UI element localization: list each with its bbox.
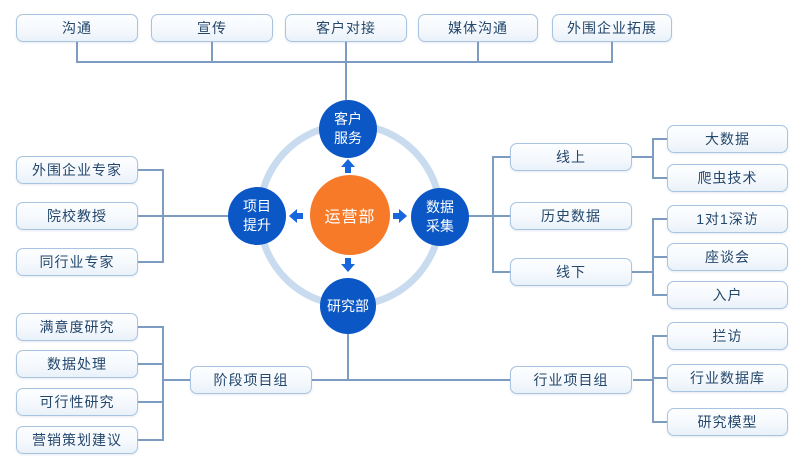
box-media-communication: 媒体沟通 bbox=[418, 14, 538, 42]
circle-research-dept-label: 研究部 bbox=[327, 297, 369, 314]
box-publicity: 宣传 bbox=[151, 14, 273, 42]
connector-line bbox=[312, 379, 510, 381]
arrow-up-icon bbox=[341, 159, 355, 173]
box-marketing-advice: 营销策划建议 bbox=[16, 426, 138, 454]
connector-line bbox=[138, 215, 229, 217]
box-data-processing: 数据处理 bbox=[16, 350, 138, 378]
box-satisfaction-research: 满意度研究 bbox=[16, 313, 138, 341]
box-crawler-tech: 爬虫技术 bbox=[667, 164, 788, 192]
box-stage-project-group: 阶段项目组 bbox=[190, 366, 312, 394]
box-big-data: 大数据 bbox=[667, 125, 788, 153]
connector-line bbox=[138, 326, 164, 328]
connector-line bbox=[611, 42, 613, 62]
arrow-head bbox=[341, 264, 355, 272]
connector-line bbox=[652, 218, 667, 220]
circle-data-collection-label: 数据采集 bbox=[426, 199, 454, 234]
connector-line bbox=[162, 379, 190, 381]
connector-line bbox=[138, 439, 164, 441]
box-research-model: 研究模型 bbox=[667, 408, 788, 436]
connector-line bbox=[652, 177, 667, 179]
circle-project-improvement: 项目提升 bbox=[228, 187, 286, 245]
circle-operations-core-label: 运营部 bbox=[324, 209, 376, 226]
connector-line bbox=[492, 156, 494, 273]
box-household-visit: 入户 bbox=[667, 281, 788, 309]
connector-line bbox=[652, 377, 667, 379]
connector-line bbox=[492, 271, 510, 273]
box-intercept-interview: 拦访 bbox=[667, 322, 788, 350]
arrow-down-icon bbox=[341, 258, 355, 272]
arrow-head bbox=[399, 209, 407, 223]
circle-customer-service-label: 客户服务 bbox=[334, 111, 362, 146]
circle-project-improvement-label: 项目提升 bbox=[243, 198, 271, 233]
box-industry-database: 行业数据库 bbox=[667, 364, 788, 392]
connector-line bbox=[652, 335, 654, 423]
circle-research-dept: 研究部 bbox=[320, 278, 376, 334]
arrow-head bbox=[341, 159, 355, 167]
box-industry-peers: 同行业专家 bbox=[16, 248, 138, 276]
circle-operations-core: 运营部 bbox=[310, 175, 390, 255]
box-external-experts: 外围企业专家 bbox=[16, 156, 138, 184]
box-professors: 院校教授 bbox=[16, 202, 138, 230]
connector-line bbox=[138, 401, 164, 403]
arrow-tail bbox=[393, 213, 399, 219]
arrow-tail bbox=[345, 258, 351, 264]
connector-line bbox=[76, 42, 78, 62]
connector-line bbox=[138, 169, 164, 171]
arrow-left-icon bbox=[289, 209, 303, 223]
connector-line bbox=[347, 334, 349, 380]
connector-line bbox=[652, 138, 654, 179]
connector-line bbox=[652, 256, 667, 258]
box-historical-data: 历史数据 bbox=[510, 202, 632, 230]
box-peripheral-expansion: 外围企业拓展 bbox=[552, 14, 672, 42]
connector-line bbox=[492, 156, 510, 158]
circle-customer-service: 客户服务 bbox=[319, 100, 377, 158]
box-client-connect: 客户对接 bbox=[285, 14, 407, 42]
box-offline: 线下 bbox=[510, 258, 632, 286]
connector-line bbox=[138, 363, 164, 365]
connector-line bbox=[652, 294, 667, 296]
arrow-head bbox=[289, 209, 297, 223]
connector-line bbox=[211, 42, 213, 62]
connector-line bbox=[162, 326, 164, 441]
connector-line bbox=[477, 42, 479, 62]
arrow-right-icon bbox=[393, 209, 407, 223]
connector-line bbox=[632, 156, 654, 158]
arrow-tail bbox=[297, 213, 303, 219]
box-feasibility-research: 可行性研究 bbox=[16, 388, 138, 416]
connector-line bbox=[633, 379, 654, 381]
connector-line bbox=[652, 421, 667, 423]
connector-line bbox=[138, 261, 164, 263]
box-communication: 沟通 bbox=[16, 14, 138, 42]
box-online: 线上 bbox=[510, 143, 632, 171]
connector-line bbox=[76, 61, 613, 63]
connector-line bbox=[345, 42, 347, 100]
connector-line bbox=[652, 138, 667, 140]
arrow-tail bbox=[345, 167, 351, 173]
box-1on1-interview: 1对1深访 bbox=[667, 205, 788, 233]
connector-line bbox=[632, 271, 654, 273]
circle-data-collection: 数据采集 bbox=[411, 188, 469, 246]
box-focus-group: 座谈会 bbox=[667, 243, 788, 271]
box-industry-project-group: 行业项目组 bbox=[510, 366, 632, 394]
connector-line bbox=[468, 215, 510, 217]
connector-line bbox=[652, 335, 667, 337]
